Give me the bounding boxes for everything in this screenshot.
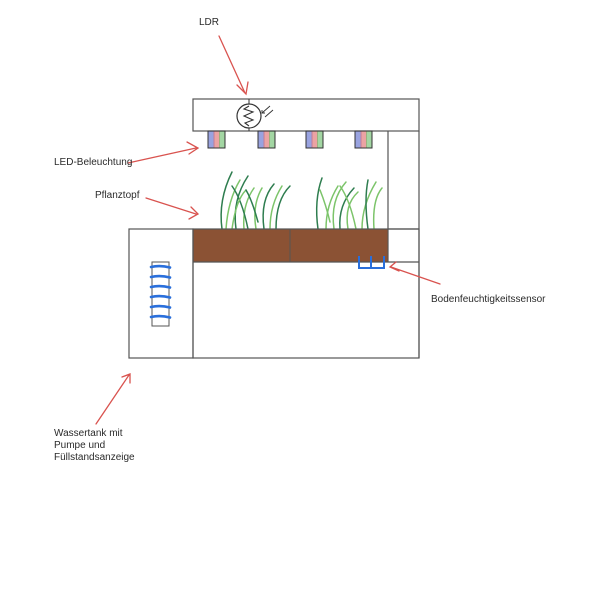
grass-blade [315,177,323,230]
arrow-ldr [218,35,249,96]
water-tank [128,228,194,359]
fill-level-gauge [149,261,172,327]
arrow-pot [145,197,200,220]
led-icon [207,130,226,149]
level-mark [149,264,172,269]
top-housing [192,98,420,132]
grass-blade [220,171,233,230]
led-label: LED-Beleuchtung [54,157,133,168]
water-tank-label: Wassertank mit Pumpe und Füllstandsanzei… [54,428,144,464]
grass-blade [262,183,275,230]
grass-blade [231,189,247,230]
grass-blade [339,185,357,230]
led-array [207,130,373,149]
water-tank-label-line: Pumpe und [54,440,106,451]
arrows [95,35,441,425]
grass-blade [346,191,359,230]
led-icon [305,130,324,149]
grass-blade [332,181,347,230]
led-icon [354,130,373,149]
grass-blade [339,187,355,230]
arrow-tank [95,373,131,425]
grass-blade [245,189,259,223]
grass-blade [325,185,339,230]
grass-blade [275,185,291,230]
water-tank-label-line: Wassertank mit [54,428,123,439]
grass-blade [242,187,255,230]
ldr-icon [236,99,274,131]
grass-blade [225,179,241,230]
level-mark [149,294,172,299]
grass-blade [319,189,331,223]
grass-blade [254,187,263,230]
grass-blade [365,179,369,230]
level-mark [149,314,172,319]
soil-left [192,228,291,263]
soil-right [289,228,389,263]
plants [220,171,383,230]
grass-blade [269,185,283,230]
led-icon [257,130,276,149]
grass-blade [234,175,249,230]
ldr-label: LDR [199,17,220,28]
level-mark [149,304,172,309]
arrow-sensor [388,261,441,285]
pot-label: Pflanztopf [95,190,140,201]
level-mark [149,284,172,289]
grass-blade [231,185,249,230]
water-tank-label-line: Füllstandsanzeige [54,452,135,463]
grass-blade [372,187,383,230]
arrow-led [127,141,200,164]
level-mark [149,274,172,279]
soil-sensor-label: Bodenfeuchtigkeitssensor [431,294,546,305]
